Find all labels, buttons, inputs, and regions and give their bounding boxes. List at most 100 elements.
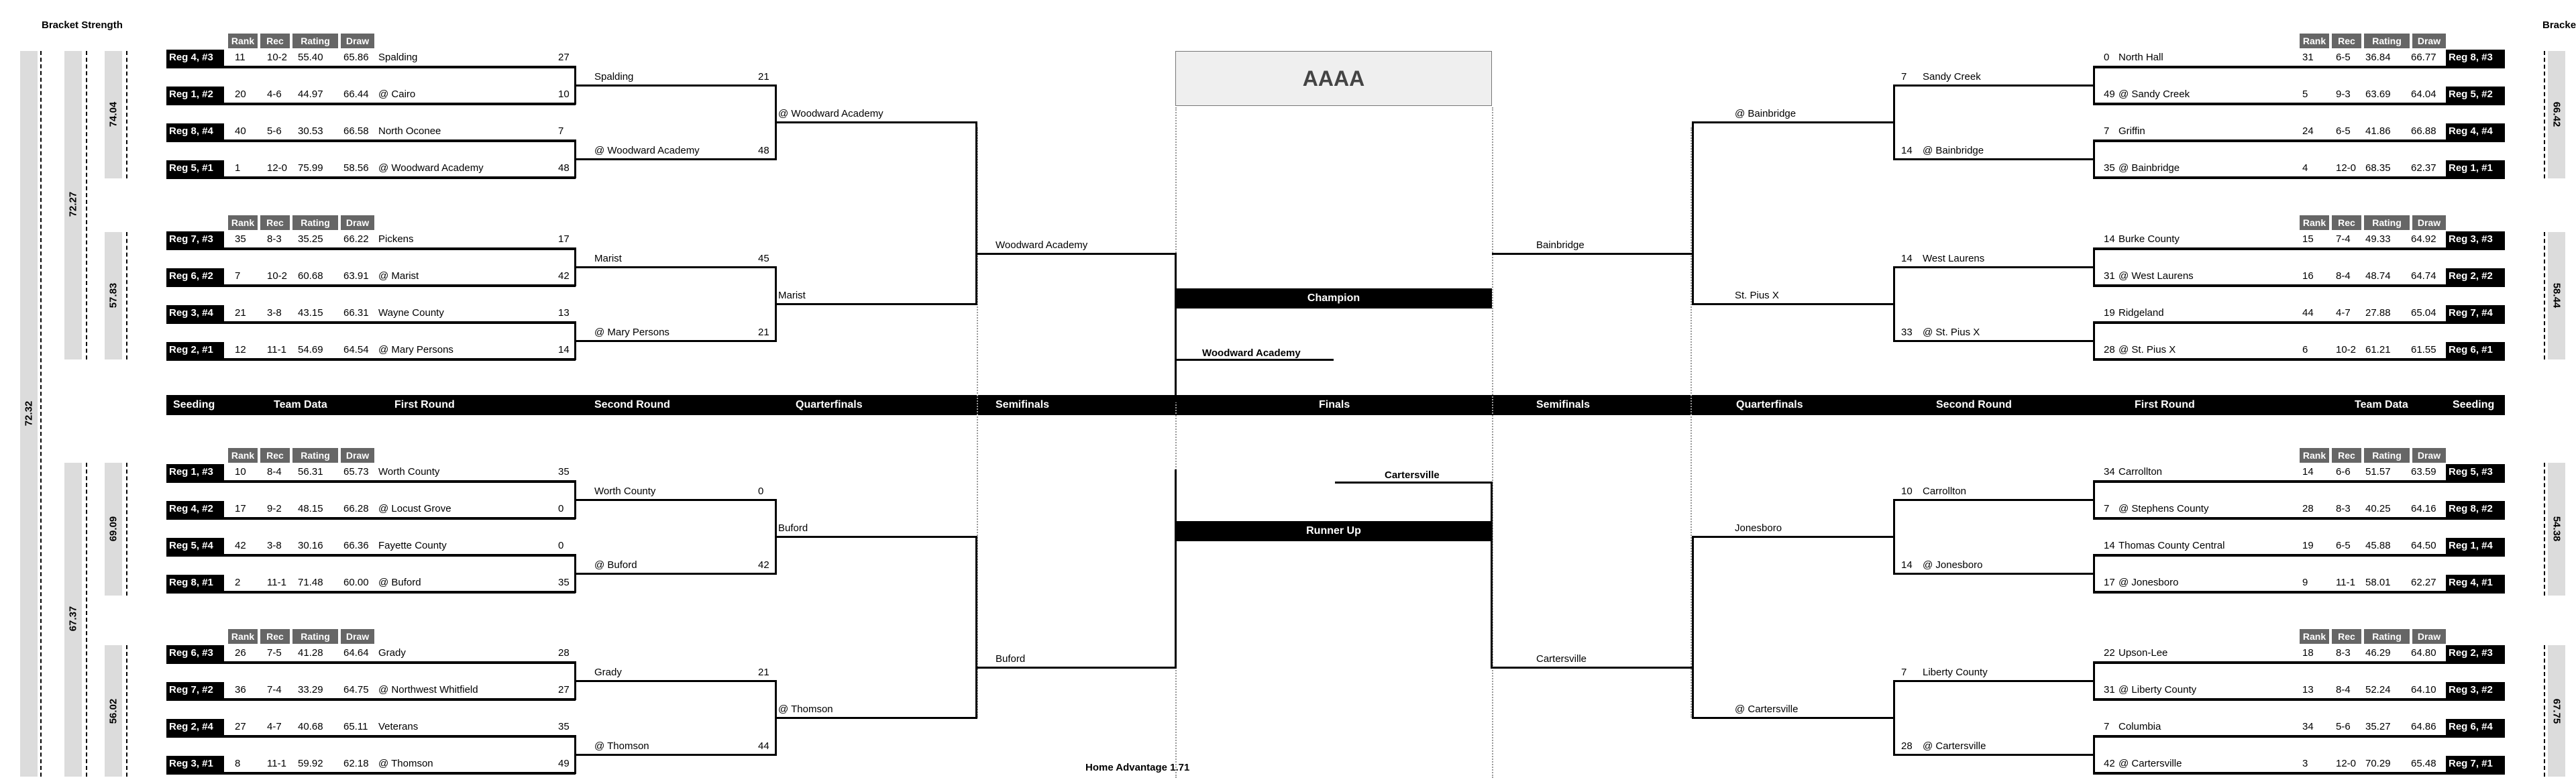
- second-round-team[interactable]: @ Thomson: [594, 740, 649, 752]
- quarterfinal-team[interactable]: Marist: [778, 290, 806, 301]
- team-name[interactable]: @ Woodward Academy: [378, 162, 484, 174]
- round-label-finals: Finals: [1319, 399, 1350, 410]
- team-name[interactable]: @ Mary Persons: [378, 344, 453, 355]
- team-name[interactable]: Veterans: [378, 721, 419, 732]
- seed-tag: Reg 4, #2: [166, 501, 224, 517]
- team-name[interactable]: @ Stephens County: [2118, 503, 2209, 514]
- round-label-second-round: Second Round: [594, 399, 670, 410]
- column-header-rec: Rec: [2332, 215, 2361, 230]
- semifinal-team[interactable]: Woodward Academy: [996, 239, 1088, 251]
- second-round-team[interactable]: @ Cartersville: [1923, 740, 1986, 752]
- team-row-line: [166, 735, 576, 738]
- team-name[interactable]: @ Thomson: [378, 758, 433, 769]
- second-round-team[interactable]: West Laurens: [1923, 253, 1985, 264]
- team-name[interactable]: Upson-Lee: [2118, 647, 2168, 659]
- second-round-team[interactable]: @ Mary Persons: [594, 327, 669, 338]
- team-name[interactable]: @ Cairo: [378, 89, 416, 100]
- second-round-team[interactable]: Carrollton: [1923, 486, 1967, 497]
- quarterfinal-team[interactable]: Buford: [778, 522, 808, 534]
- seed-tag: Reg 1, #1: [2446, 160, 2505, 176]
- team-name[interactable]: @ Marist: [378, 270, 419, 282]
- strength-divider: [2544, 463, 2545, 596]
- team-name[interactable]: @ Cartersville: [2118, 758, 2182, 769]
- team-name[interactable]: Columbia: [2118, 721, 2161, 732]
- quarterfinal-team[interactable]: @ Bainbridge: [1735, 108, 1796, 119]
- team-name[interactable]: @ Buford: [378, 577, 421, 588]
- runner-up-team: Cartersville: [1385, 469, 1440, 481]
- team-draw: 66.44: [343, 89, 369, 100]
- strength-bar-q8: [2548, 645, 2565, 777]
- second-round-team[interactable]: @ Bainbridge: [1923, 145, 1984, 156]
- team-rating: 75.99: [298, 162, 323, 174]
- team-name[interactable]: Wayne County: [378, 307, 444, 319]
- team-name[interactable]: Worth County: [378, 466, 440, 478]
- quarterfinal-team[interactable]: @ Thomson: [778, 704, 833, 715]
- team-name[interactable]: Spalding: [378, 52, 418, 63]
- team-rating: 44.97: [298, 89, 323, 100]
- strength-bar-q3: [105, 463, 122, 596]
- second-round-team[interactable]: Sandy Creek: [1923, 71, 1981, 82]
- team-draw: 63.59: [2411, 466, 2436, 478]
- team-name[interactable]: North Oconee: [378, 125, 441, 137]
- second-round-team[interactable]: Marist: [594, 253, 622, 264]
- team-rating: 41.28: [298, 647, 323, 659]
- team-row-line: [2093, 480, 2505, 483]
- strength-bar-overall: [20, 51, 38, 777]
- team-name[interactable]: Griffin: [2118, 125, 2145, 137]
- column-header-rating: Rating: [2364, 215, 2410, 230]
- quarterfinal-team[interactable]: @ Woodward Academy: [778, 108, 883, 119]
- bracket-connector: [1692, 536, 1694, 719]
- column-header-rating: Rating: [292, 629, 338, 644]
- team-rating: 40.68: [298, 721, 323, 732]
- second-round-team[interactable]: @ Jonesboro: [1923, 559, 1983, 571]
- seed-tag: Reg 7, #3: [166, 231, 224, 247]
- team-record: 3-8: [267, 307, 282, 319]
- team-name[interactable]: Thomas County Central: [2118, 540, 2225, 551]
- semifinal-team[interactable]: Bainbridge: [1536, 239, 1585, 251]
- second-round-team[interactable]: Spalding: [594, 71, 634, 82]
- team-name[interactable]: @ Liberty County: [2118, 684, 2197, 695]
- team-rank: 7: [235, 270, 241, 282]
- team-name[interactable]: Grady: [378, 647, 406, 659]
- team-name[interactable]: Carrollton: [2118, 466, 2163, 478]
- team-draw: 64.74: [2411, 270, 2436, 282]
- second-round-team[interactable]: Grady: [594, 667, 622, 678]
- team-name[interactable]: @ Northwest Whitfield: [378, 684, 478, 695]
- second-round-team[interactable]: Worth County: [594, 486, 656, 497]
- team-name[interactable]: @ St. Pius X: [2118, 344, 2176, 355]
- column-header-draw: Draw: [2412, 215, 2446, 230]
- team-draw: 65.48: [2411, 758, 2436, 769]
- guide-line: [1690, 127, 1692, 718]
- team-name[interactable]: Ridgeland: [2118, 307, 2164, 319]
- second-round-score: 33: [1901, 327, 1913, 338]
- team-name[interactable]: @ West Laurens: [2118, 270, 2194, 282]
- team-name[interactable]: @ Locust Grove: [378, 503, 451, 514]
- team-rank: 2: [235, 577, 241, 588]
- team-name[interactable]: @ Jonesboro: [2118, 577, 2179, 588]
- semifinal-team[interactable]: Buford: [996, 653, 1026, 665]
- team-rank: 14: [2302, 466, 2314, 478]
- round-label-semifinals-right: Semifinals: [1536, 399, 1591, 410]
- second-round-team[interactable]: @ St. Pius X: [1923, 327, 1980, 338]
- team-name[interactable]: @ Bainbridge: [2118, 162, 2180, 174]
- column-header-rating: Rating: [292, 448, 338, 463]
- team-name[interactable]: Burke County: [2118, 233, 2180, 245]
- quarterfinal-team[interactable]: @ Cartersville: [1735, 704, 1799, 715]
- column-header-rating: Rating: [292, 34, 338, 48]
- team-score: 13: [558, 307, 570, 319]
- second-round-team[interactable]: Liberty County: [1923, 667, 1988, 678]
- seed-tag: Reg 7, #1: [2446, 756, 2505, 772]
- quarterfinal-team[interactable]: Jonesboro: [1735, 522, 1782, 534]
- team-name[interactable]: North Hall: [2118, 52, 2163, 63]
- team-name[interactable]: Fayette County: [378, 540, 447, 551]
- team-rating: 61.21: [2365, 344, 2391, 355]
- team-name[interactable]: Pickens: [378, 233, 414, 245]
- strength-q8: 67.75: [2551, 698, 2563, 724]
- team-score: 7: [2104, 503, 2110, 514]
- quarterfinal-line: [1692, 536, 1894, 538]
- team-name[interactable]: @ Sandy Creek: [2118, 89, 2190, 100]
- second-round-team[interactable]: @ Buford: [594, 559, 637, 571]
- quarterfinal-team[interactable]: St. Pius X: [1735, 290, 1779, 301]
- second-round-team[interactable]: @ Woodward Academy: [594, 145, 700, 156]
- semifinal-team[interactable]: Cartersville: [1536, 653, 1587, 665]
